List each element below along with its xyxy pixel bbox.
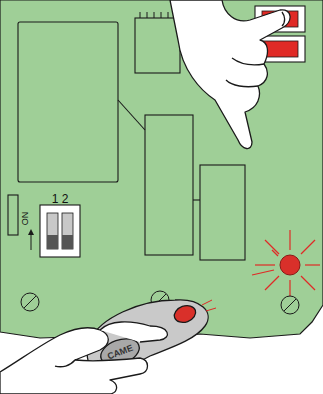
led bbox=[280, 255, 300, 275]
pressing-hand bbox=[170, 0, 290, 149]
led-rays bbox=[252, 230, 320, 300]
dip-switch bbox=[28, 205, 80, 257]
switch-on-marking: ON bbox=[22, 211, 31, 225]
circuit-board bbox=[0, 0, 323, 340]
holding-hand bbox=[0, 322, 167, 394]
ic-pins bbox=[140, 12, 175, 18]
switch-number: 1 2 bbox=[52, 193, 69, 205]
